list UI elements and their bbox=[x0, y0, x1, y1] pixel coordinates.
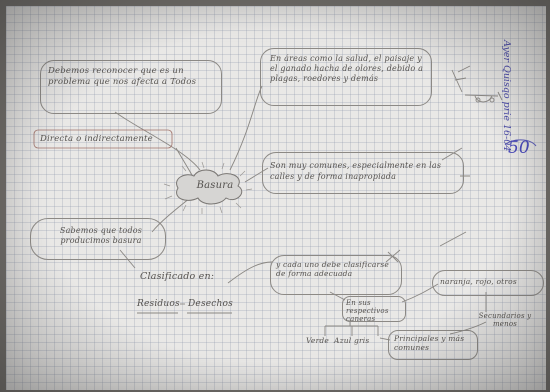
connector-center-problem bbox=[114, 111, 201, 171]
principales-text: Principales y más comunes bbox=[394, 334, 465, 352]
produce-bubble bbox=[30, 218, 166, 260]
direct-text: Directa o indirectamente bbox=[40, 134, 153, 144]
connector-principales-secondary bbox=[449, 321, 487, 335]
classified-text: Clasificado en: bbox=[140, 271, 215, 282]
improper-text: Son muy comunes, especialmente en las ca… bbox=[270, 161, 442, 181]
connector-center-places bbox=[229, 85, 263, 171]
each-one-text: y cada uno debe clasificarse de forma ad… bbox=[276, 260, 390, 278]
doodle-plant bbox=[451, 65, 471, 93]
containers-text: En sus respectivos caneras bbox=[346, 299, 389, 323]
colors-bubble bbox=[432, 270, 544, 296]
doodle-wheel-left bbox=[475, 97, 481, 103]
verde-text: Verde bbox=[306, 336, 329, 345]
center-topic: Basura bbox=[196, 180, 234, 191]
places-text: En áreas como la salud, el paisaje y el … bbox=[270, 54, 424, 83]
grade-arc bbox=[504, 139, 537, 147]
desechos-text: Desechos bbox=[188, 299, 233, 309]
each-one-bubble bbox=[270, 255, 402, 295]
places-bubble bbox=[260, 48, 432, 106]
graph-paper-sheet bbox=[6, 6, 546, 390]
center-cloud-outline bbox=[176, 169, 243, 205]
containers-bubble bbox=[342, 296, 406, 322]
doodle-animal bbox=[464, 91, 503, 103]
azul-gris-text: Azul gris bbox=[334, 336, 370, 345]
residuos-text: Residuos bbox=[137, 299, 180, 309]
header-note: Ayer Quisqo prie 16-04 bbox=[501, 40, 512, 152]
colors-text: naranja, rojo, otros bbox=[440, 277, 517, 286]
secondary-text: Secundarios y menos bbox=[478, 312, 532, 328]
improper-bubble bbox=[262, 152, 464, 194]
connector-classified-each bbox=[227, 261, 273, 284]
problem-bubble bbox=[40, 60, 222, 114]
doodle-wheel-right bbox=[489, 97, 495, 103]
connector-containers-items bbox=[324, 320, 379, 336]
directa-box bbox=[33, 129, 173, 149]
connector-center-direct bbox=[175, 147, 193, 176]
produce-text: Sabemos que todos producimos basura bbox=[59, 226, 143, 245]
grade-mark: 50 bbox=[508, 138, 530, 158]
connector-center-improper bbox=[244, 167, 269, 183]
center-cloud-shading bbox=[163, 161, 253, 214]
principales-bubble bbox=[388, 330, 478, 360]
problem-text: Debemos reconocer que es un problema que… bbox=[48, 66, 197, 87]
arrow-colors bbox=[439, 231, 467, 247]
